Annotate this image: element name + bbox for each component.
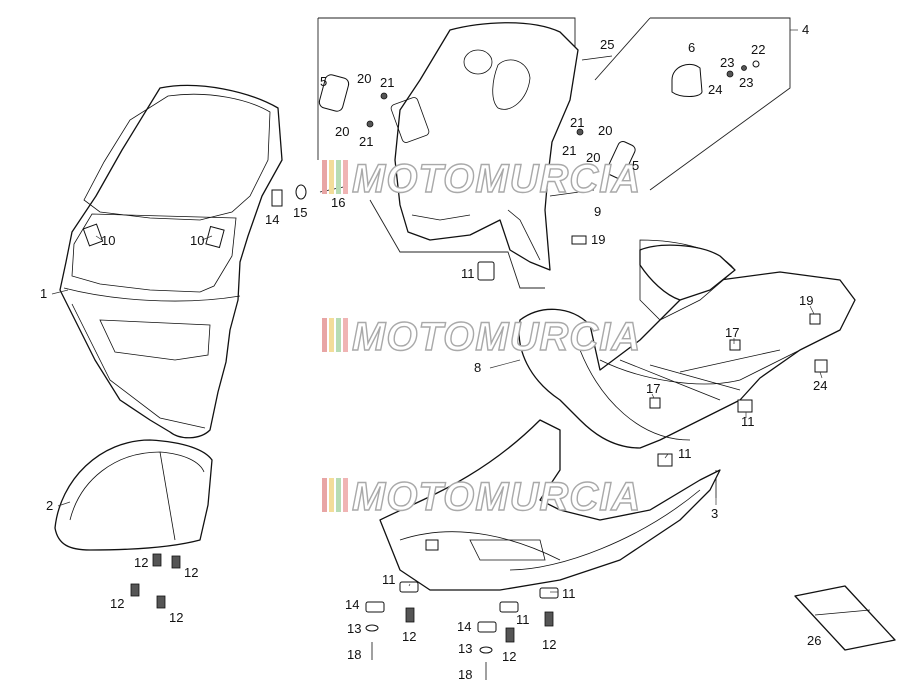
callout-18b: 18 <box>458 667 472 682</box>
watermark-middle: MOTOMURCIA <box>322 314 641 360</box>
callout-20c: 20 <box>598 123 612 138</box>
callout-labels: 1 2 3 4 5 5 6 8 9 10 10 11 11 11 11 11 1… <box>40 22 827 682</box>
callout-12f: 12 <box>502 649 516 664</box>
callout-18a: 18 <box>347 647 361 662</box>
callout-14c: 14 <box>457 619 471 634</box>
callout-21d: 21 <box>562 143 576 158</box>
callout-19a: 19 <box>591 232 605 247</box>
callout-11f: 11 <box>516 612 530 627</box>
footrest-fasteners <box>649 313 828 498</box>
callout-2: 2 <box>46 498 53 513</box>
callout-14a: 14 <box>265 212 279 227</box>
callout-12b: 12 <box>184 565 198 580</box>
leader-lines <box>51 29 823 593</box>
callout-11c: 11 <box>678 446 692 461</box>
callout-10a: 10 <box>101 233 115 248</box>
callout-13b: 13 <box>458 641 472 656</box>
watermark-group: MOTOMURCIA MOTOMURCIA MOTOMURCIA <box>322 156 641 520</box>
callout-20d: 20 <box>586 150 600 165</box>
callout-3: 3 <box>711 506 718 521</box>
front-mudguard-part <box>54 439 213 551</box>
inner-leg-shield-part <box>390 22 579 271</box>
callout-11a: 11 <box>461 266 475 281</box>
callout-12e: 12 <box>402 629 416 644</box>
callout-20a: 20 <box>357 71 371 86</box>
callout-25: 25 <box>600 37 614 52</box>
callout-17b: 17 <box>646 381 660 396</box>
callout-24b: 24 <box>813 378 827 393</box>
callout-14b: 14 <box>345 597 359 612</box>
callout-21a: 21 <box>380 75 394 90</box>
callout-19b: 19 <box>799 293 813 308</box>
watermark-text-middle: MOTOMURCIA <box>352 315 641 359</box>
callout-26: 26 <box>807 633 821 648</box>
decal-26 <box>794 585 896 651</box>
watermark-top: MOTOMURCIA <box>322 156 641 202</box>
clip-14 <box>271 189 283 207</box>
front-shield-part <box>59 84 283 439</box>
bracket-6 <box>671 64 703 97</box>
callout-9: 9 <box>594 204 601 219</box>
callout-17a: 17 <box>725 325 739 340</box>
callout-11b: 11 <box>741 414 755 429</box>
callout-10b: 10 <box>190 233 204 248</box>
bracket-5-right <box>606 141 636 179</box>
callout-11d: 11 <box>382 572 396 587</box>
callout-16: 16 <box>331 195 345 210</box>
footrest-part <box>518 239 856 449</box>
inner-shield-group-frame <box>317 17 791 289</box>
screws-12-mudguard <box>130 553 181 609</box>
callout-5b: 5 <box>632 158 639 173</box>
callout-12g: 12 <box>542 637 556 652</box>
callout-1: 1 <box>40 286 47 301</box>
callout-23b: 23 <box>739 75 753 90</box>
callout-21c: 21 <box>570 115 584 130</box>
callout-15: 15 <box>293 205 307 220</box>
callout-22: 22 <box>751 42 765 57</box>
callout-20b: 20 <box>335 124 349 139</box>
callout-4: 4 <box>802 22 809 37</box>
callout-12c: 12 <box>110 596 124 611</box>
clip-11-top <box>477 261 495 281</box>
callout-5a: 5 <box>320 74 327 89</box>
callout-24a: 24 <box>708 82 722 97</box>
callout-23a: 23 <box>720 55 734 70</box>
watermark-text-top: MOTOMURCIA <box>352 157 641 201</box>
callout-12d: 12 <box>169 610 183 625</box>
watermark-text-bottom: MOTOMURCIA <box>352 475 641 519</box>
clip-right <box>205 225 225 249</box>
lower-fasteners <box>365 581 559 680</box>
callout-11e: 11 <box>562 586 576 601</box>
lower-fairing-part <box>379 419 721 591</box>
bracket-5-left <box>318 74 350 112</box>
nut-15 <box>295 184 307 200</box>
inner-shield-fasteners <box>318 55 760 281</box>
clip-left <box>82 223 104 247</box>
callout-21b: 21 <box>359 134 373 149</box>
callout-12a: 12 <box>134 555 148 570</box>
callout-13a: 13 <box>347 621 361 636</box>
watermark-bottom: MOTOMURCIA <box>322 474 641 520</box>
callout-8: 8 <box>474 360 481 375</box>
callout-6: 6 <box>688 40 695 55</box>
